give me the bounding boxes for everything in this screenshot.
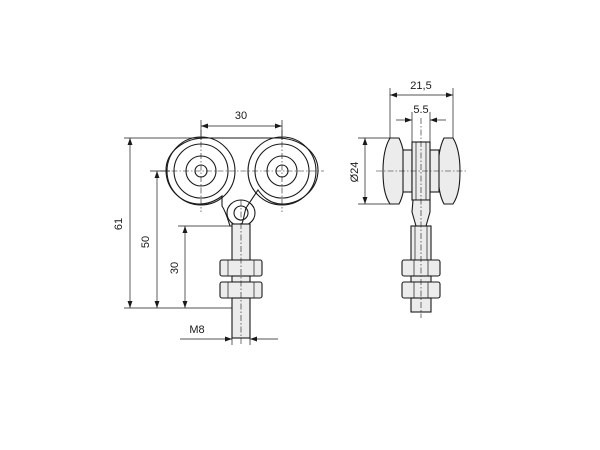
side-view: 21,5 5.5 Ø24 [349,80,466,318]
dim-wheel-spacing: 30 [235,110,247,122]
dim-wheel-diameter: Ø24 [349,162,361,183]
front-view: 30 61 50 30 M8 [113,110,324,345]
dim-total-height: 61 [113,218,125,230]
dim-height-mid: 50 [140,236,152,248]
dim-inner-width: 5.5 [413,104,428,116]
carrier-plate [165,137,319,227]
dim-thread: M8 [189,324,204,336]
side-bolt-shank [410,225,432,261]
dim-side-width: 21,5 [410,80,431,92]
dim-height-low: 30 [169,262,181,274]
